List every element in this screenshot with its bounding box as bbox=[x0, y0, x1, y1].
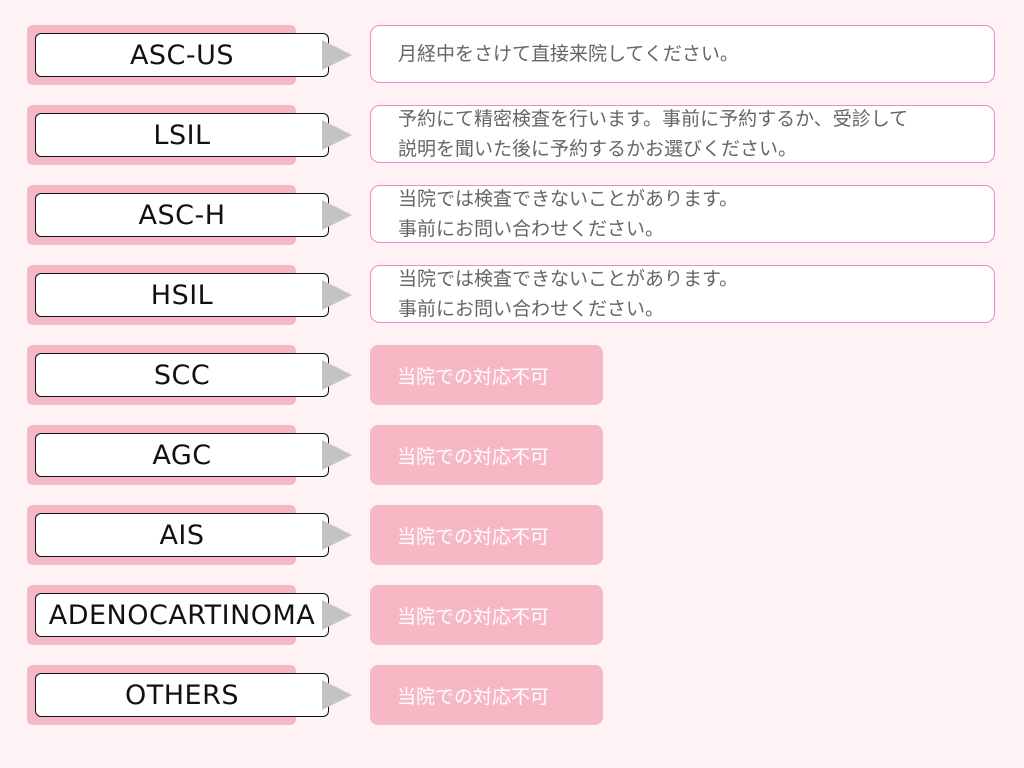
unavailable-badge: 当院での対応不可 bbox=[370, 425, 603, 485]
arrow-right-icon bbox=[322, 360, 352, 390]
label-hsil-button[interactable]: HSIL bbox=[35, 273, 329, 317]
label-others-button[interactable]: OTHERS bbox=[35, 673, 329, 717]
instruction-box: 月経中をさけて直接来院してください。 bbox=[370, 25, 995, 83]
instruction-line: 月経中をさけて直接来院してください。 bbox=[398, 43, 739, 65]
row-scc: SCC 当院での対応不可 bbox=[0, 345, 1024, 405]
arrow-right-icon bbox=[322, 600, 352, 630]
unavailable-badge: 当院での対応不可 bbox=[370, 585, 603, 645]
label-lsil-button[interactable]: LSIL bbox=[35, 113, 329, 157]
label-scc-button[interactable]: SCC bbox=[35, 353, 329, 397]
instruction-line: 事前にお問い合わせください。 bbox=[398, 218, 665, 240]
row-lsil: LSIL 予約にて精密検査を行います。事前に予約するか、受診して説明を聞いた後に… bbox=[0, 105, 1024, 165]
unavailable-badge: 当院での対応不可 bbox=[370, 665, 603, 725]
label-asc-us-button[interactable]: ASC-US bbox=[35, 33, 329, 77]
instruction-line: 説明を聞いた後に予約するかお選びください。 bbox=[398, 138, 798, 160]
row-asc-h: ASC-H 当院では検査できないことがあります。事前にお問い合わせください。 bbox=[0, 185, 1024, 245]
instruction-box: 予約にて精密検査を行います。事前に予約するか、受診して説明を聞いた後に予約するか… bbox=[370, 105, 995, 163]
row-hsil: HSIL 当院では検査できないことがあります。事前にお問い合わせください。 bbox=[0, 265, 1024, 325]
row-others: OTHERS 当院での対応不可 bbox=[0, 665, 1024, 725]
unavailable-badge: 当院での対応不可 bbox=[370, 345, 603, 405]
row-agc: AGC 当院での対応不可 bbox=[0, 425, 1024, 485]
arrow-right-icon bbox=[322, 280, 352, 310]
label-agc-button[interactable]: AGC bbox=[35, 433, 329, 477]
arrow-right-icon bbox=[322, 200, 352, 230]
unavailable-badge: 当院での対応不可 bbox=[370, 505, 603, 565]
instruction-line: 当院では検査できないことがあります。 bbox=[398, 268, 739, 290]
instruction-box: 当院では検査できないことがあります。事前にお問い合わせください。 bbox=[370, 185, 995, 243]
instruction-line: 事前にお問い合わせください。 bbox=[398, 298, 665, 320]
arrow-right-icon bbox=[322, 680, 352, 710]
label-asc-h-button[interactable]: ASC-H bbox=[35, 193, 329, 237]
instruction-line: 当院では検査できないことがあります。 bbox=[398, 188, 739, 210]
row-adenocartinoma: ADENOCARTINOMA 当院での対応不可 bbox=[0, 585, 1024, 645]
instruction-box: 当院では検査できないことがあります。事前にお問い合わせください。 bbox=[370, 265, 995, 323]
label-adenocartinoma-button[interactable]: ADENOCARTINOMA bbox=[35, 593, 329, 637]
arrow-right-icon bbox=[322, 440, 352, 470]
arrow-right-icon bbox=[322, 40, 352, 70]
label-ais-button[interactable]: AIS bbox=[35, 513, 329, 557]
instruction-line: 予約にて精密検査を行います。事前に予約するか、受診して bbox=[398, 108, 909, 130]
row-ais: AIS 当院での対応不可 bbox=[0, 505, 1024, 565]
row-asc-us: ASC-US 月経中をさけて直接来院してください。 bbox=[0, 25, 1024, 85]
arrow-right-icon bbox=[322, 120, 352, 150]
arrow-right-icon bbox=[322, 520, 352, 550]
